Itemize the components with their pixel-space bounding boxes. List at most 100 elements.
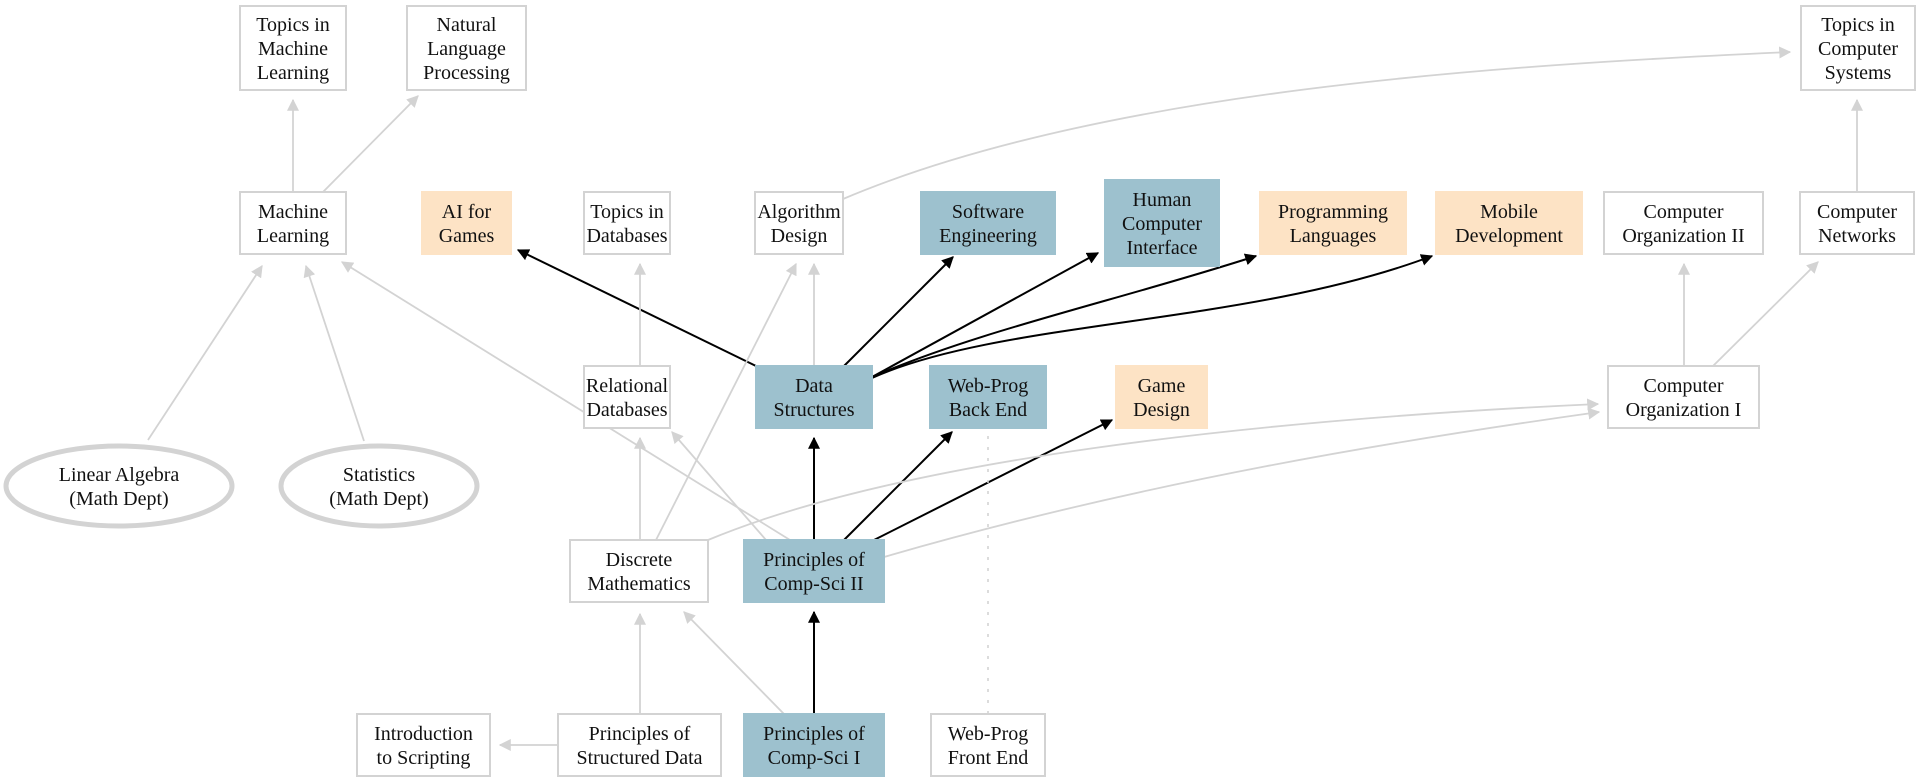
node-label-line: Front End xyxy=(948,747,1029,769)
node-shape xyxy=(356,713,491,777)
node-label-line: Comp-Sci II xyxy=(764,573,863,595)
node-shape xyxy=(1607,365,1760,429)
node-shape xyxy=(743,713,885,777)
node-label-line: Principles of xyxy=(763,723,865,745)
node-shape xyxy=(929,365,1047,429)
node-label-line: Learning xyxy=(257,62,329,84)
node-label-line: Game xyxy=(1138,375,1186,397)
node-la[interactable]: Linear Algebra(Math Dept) xyxy=(3,443,235,529)
node-label-line: Topics in xyxy=(590,201,664,223)
node-label-line: Games xyxy=(439,225,495,247)
node-label-line: Natural xyxy=(437,14,497,36)
node-label-line: Learning xyxy=(257,225,329,247)
node-shape xyxy=(239,5,347,91)
edge-stat-to-ml xyxy=(303,264,365,442)
edge-la-to-ml xyxy=(147,264,263,441)
node-shape xyxy=(557,713,722,777)
edge-dm-to-alg xyxy=(655,262,797,541)
node-label-line: Organization I xyxy=(1626,399,1742,421)
node-label-line: Topics in xyxy=(1821,14,1895,36)
node-label-line: Interface xyxy=(1126,237,1197,259)
node-shape xyxy=(1115,365,1208,429)
node-label-line: Languages xyxy=(1290,225,1377,247)
node-label-line: Mathematics xyxy=(587,573,691,595)
node-shape xyxy=(406,5,527,91)
node-stat[interactable]: Statistics(Math Dept) xyxy=(278,443,480,529)
node-label-line: Design xyxy=(1133,399,1190,421)
node-label-line: Principles of xyxy=(763,549,865,571)
node-label-line: Structured Data xyxy=(576,747,702,769)
edge-ds-to-pl xyxy=(871,253,1258,378)
node-label-line: Machine xyxy=(258,201,328,223)
node-label-line: Processing xyxy=(423,62,510,84)
edge-ml-to-nlp xyxy=(322,95,419,193)
node-label-line: Topics in xyxy=(256,14,330,36)
node-shape xyxy=(754,191,844,255)
node-shape xyxy=(583,365,671,429)
edge-pcs1-to-dm xyxy=(683,611,785,715)
node-label-line: Machine xyxy=(258,38,328,60)
node-label-line: Mobile xyxy=(1480,201,1538,223)
node-shape xyxy=(1799,191,1915,255)
node-label-line: Software xyxy=(952,201,1024,223)
node-label-line: Data xyxy=(795,375,833,397)
node-label-line: Language xyxy=(427,38,506,60)
edge-pcs2-to-rdb xyxy=(671,431,767,541)
node-shape xyxy=(583,191,671,255)
node-shape xyxy=(1435,191,1583,255)
node-label-line: Structures xyxy=(773,399,854,421)
node-shape xyxy=(278,443,480,529)
node-label-line: Statistics xyxy=(343,464,415,486)
edge-ds-to-se xyxy=(843,256,954,367)
node-label-line: Engineering xyxy=(939,225,1037,247)
node-label-line: Networks xyxy=(1818,225,1896,247)
edge-pcs2-to-ml xyxy=(340,261,791,541)
node-label-line: (Math Dept) xyxy=(69,488,168,510)
node-label-line: Introduction xyxy=(374,723,473,745)
node-label-line: Principles of xyxy=(589,723,691,745)
node-label-line: Relational xyxy=(586,375,669,397)
node-shape xyxy=(920,191,1056,255)
node-shape xyxy=(743,539,885,603)
node-shape xyxy=(1800,5,1916,91)
edge-ds-to-hci xyxy=(871,252,1100,378)
node-label-line: Discrete xyxy=(606,549,673,571)
node-label-line: Databases xyxy=(586,225,667,247)
node-label-line: Programming xyxy=(1278,201,1388,223)
node-label-line: Design xyxy=(771,225,828,247)
edge-pcs2-to-wpb xyxy=(843,431,953,541)
node-shape xyxy=(1259,191,1407,255)
node-label-line: (Math Dept) xyxy=(329,488,428,510)
edge-pcs2-to-co1 xyxy=(883,407,1601,558)
node-shape xyxy=(1603,191,1764,255)
node-shape xyxy=(3,443,235,529)
edge-dm-to-co1 xyxy=(707,398,1600,541)
node-label-line: Computer xyxy=(1817,201,1897,223)
node-shape xyxy=(569,539,709,603)
node-label-line: Human xyxy=(1133,189,1192,211)
